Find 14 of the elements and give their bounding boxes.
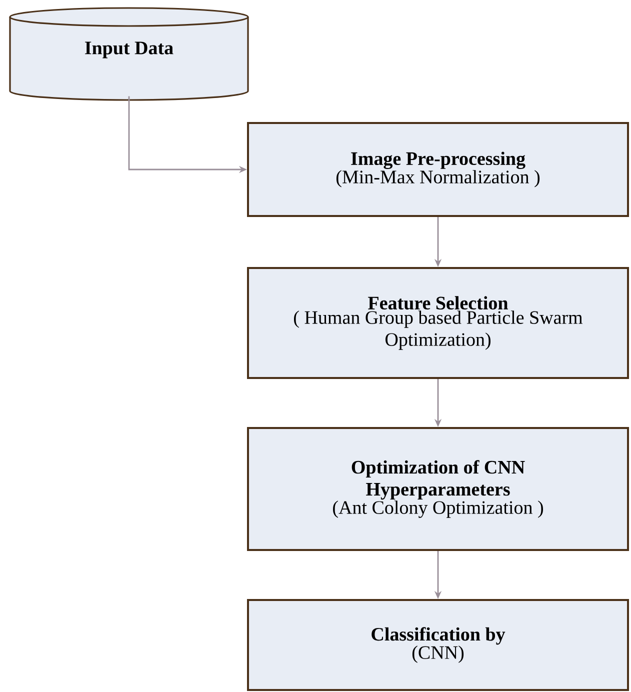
description: (Ant Colony Optimization ) — [333, 500, 543, 518]
description: (Min-Max Normalization ) — [336, 170, 540, 188]
description: ( Human Group based Particle Swarm Optimization) — [294, 310, 583, 350]
process-box — [247, 427, 629, 551]
process-box — [247, 599, 629, 691]
heading: Optimization of CNN Hyperparameters — [352, 460, 525, 500]
heading: Classification by — [372, 627, 506, 645]
heading: Input Data — [85, 42, 174, 58]
process-box — [247, 122, 629, 217]
database-cylinder — [9, 7, 249, 101]
description: (CNN) — [412, 646, 464, 663]
heading: Feature Selection — [368, 296, 508, 310]
process-box — [247, 267, 629, 379]
heading: Image Pre-processing — [351, 152, 526, 170]
